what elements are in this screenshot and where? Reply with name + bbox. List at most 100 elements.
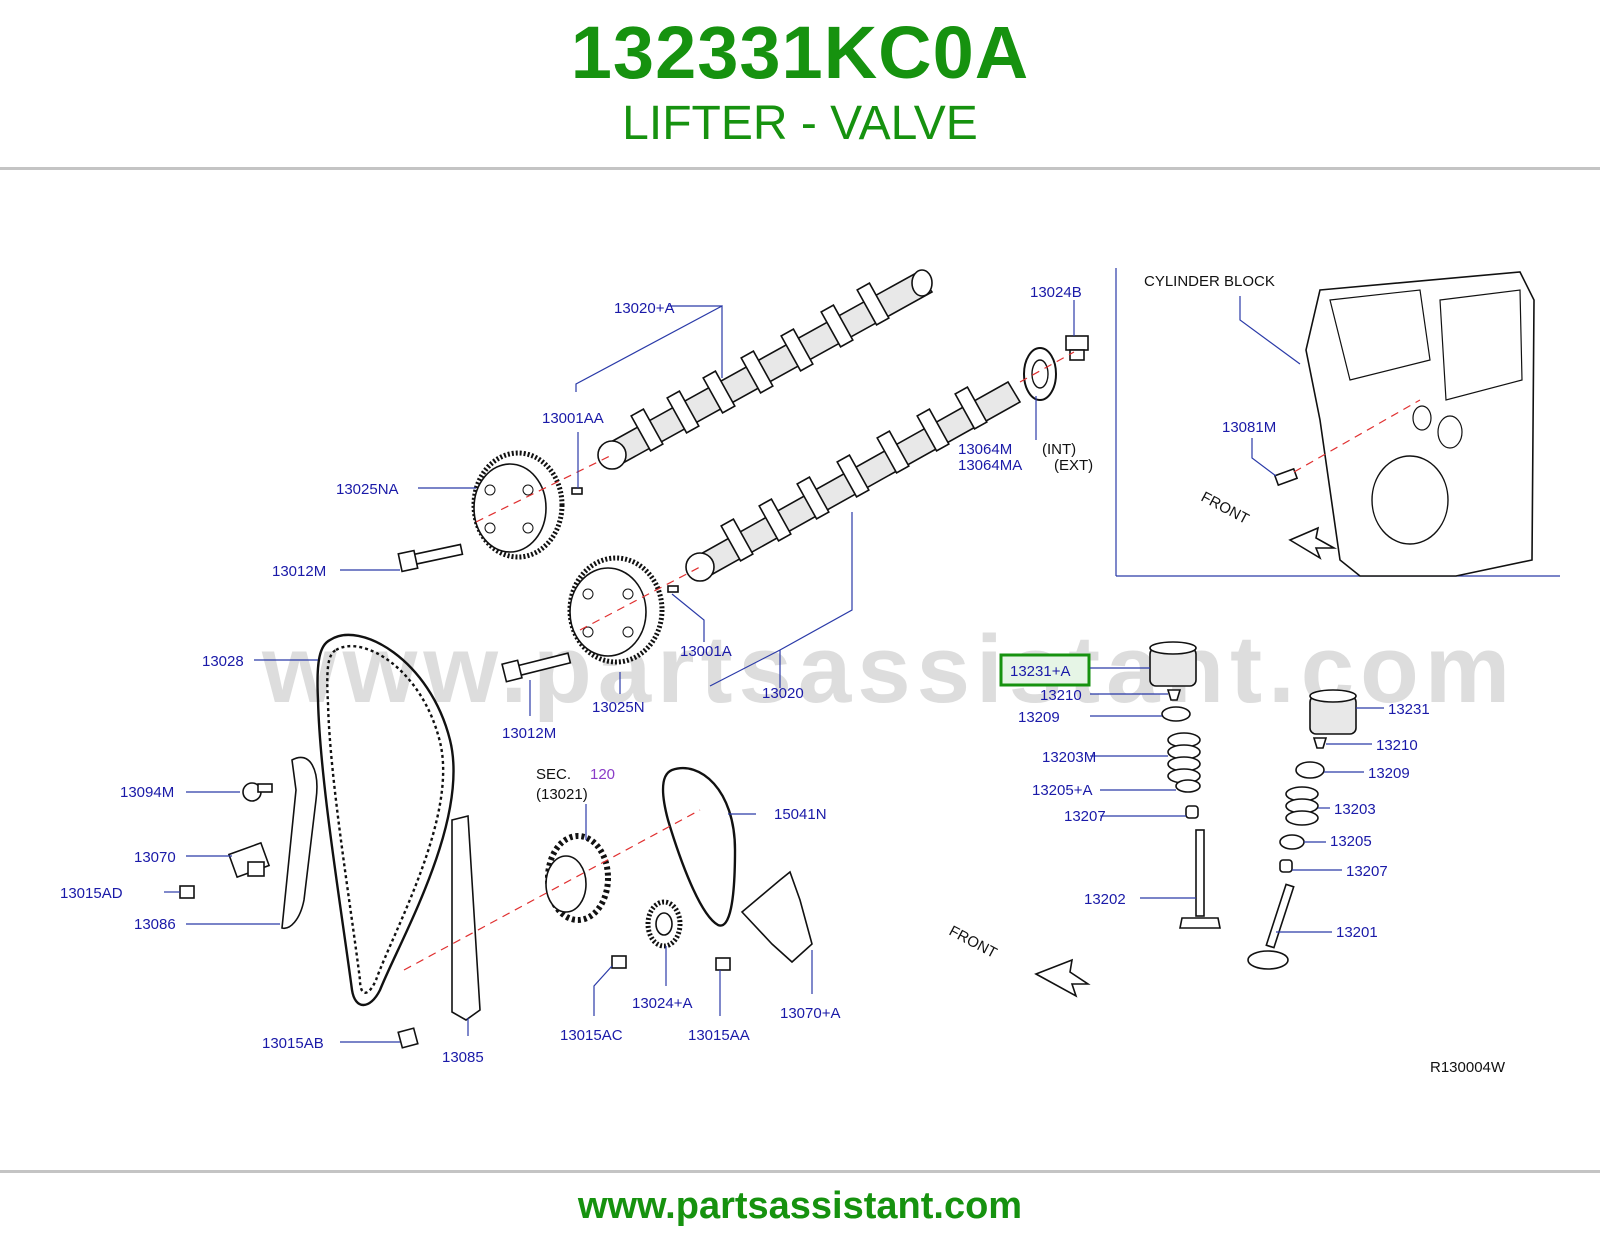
label-13015ab[interactable]: 13015AB bbox=[262, 1035, 324, 1052]
label-13210-a[interactable]: 13210 bbox=[1040, 687, 1082, 704]
seat-13205a bbox=[1175, 779, 1201, 793]
valve-13201 bbox=[1247, 883, 1295, 970]
label-13025na[interactable]: 13025NA bbox=[336, 481, 399, 498]
label-13081m[interactable]: 13081M bbox=[1222, 419, 1276, 436]
header: 132331KC0A LIFTER - VALVE bbox=[0, 0, 1600, 170]
bolt-13012m-lower bbox=[501, 652, 572, 683]
cylinder-block-inset bbox=[1115, 268, 1560, 577]
valve-13202 bbox=[1179, 829, 1221, 929]
label-13070[interactable]: 13070 bbox=[134, 849, 176, 866]
bolt-13015ab bbox=[397, 1027, 419, 1049]
part-labels: 13020+A 13001AA 13025NA 13012M 13024B 13… bbox=[60, 273, 1506, 1076]
part-number: 132331KC0A bbox=[570, 11, 1030, 94]
label-13015ad[interactable]: 13015AD bbox=[60, 885, 123, 902]
label-13064m[interactable]: 13064M bbox=[958, 441, 1012, 458]
label-sec: SEC. bbox=[536, 766, 571, 783]
plug-13024b bbox=[1065, 335, 1089, 361]
label-13001a[interactable]: 13001A bbox=[680, 643, 732, 660]
label-sec-120[interactable]: 120 bbox=[590, 766, 615, 783]
seal-13207-b bbox=[1279, 859, 1293, 873]
pin-13001aa bbox=[571, 487, 583, 495]
bolt-13012m-upper bbox=[397, 543, 464, 573]
label-ref-code: R130004W bbox=[1430, 1059, 1506, 1076]
label-13064ma[interactable]: 13064MA bbox=[958, 457, 1022, 474]
label-13210-b[interactable]: 13210 bbox=[1376, 737, 1418, 754]
front-arrow-inset-icon bbox=[1288, 526, 1338, 560]
label-13203[interactable]: 13203 bbox=[1334, 801, 1376, 818]
valve-lifter-13231a bbox=[1149, 641, 1197, 687]
slack-guide-13086 bbox=[281, 756, 318, 929]
front-arrow-main-icon bbox=[1034, 958, 1091, 998]
label-13231[interactable]: 13231 bbox=[1388, 701, 1430, 718]
label-13086[interactable]: 13086 bbox=[134, 916, 176, 933]
label-13207-b[interactable]: 13207 bbox=[1346, 863, 1388, 880]
collet-13210-a bbox=[1166, 689, 1182, 701]
pin-13001a bbox=[667, 585, 679, 593]
part-name: LIFTER - VALVE bbox=[622, 97, 978, 150]
label-13025n[interactable]: 13025N bbox=[592, 699, 645, 716]
watermark: www.partsassistant.com bbox=[261, 616, 1516, 723]
label-13209-b[interactable]: 13209 bbox=[1368, 765, 1410, 782]
centerline-exhaust bbox=[475, 454, 613, 523]
label-13001aa[interactable]: 13001AA bbox=[542, 410, 604, 427]
label-13203m[interactable]: 13203M bbox=[1042, 749, 1096, 766]
label-int: (INT) bbox=[1042, 441, 1076, 458]
timing-chain-inner bbox=[326, 644, 445, 994]
label-15041n[interactable]: 15041N bbox=[774, 806, 827, 823]
label-13020a[interactable]: 13020+A bbox=[614, 300, 674, 317]
label-13070a[interactable]: 13070+A bbox=[780, 1005, 840, 1022]
retainer-13209-a bbox=[1161, 706, 1191, 722]
bolt-13094m bbox=[242, 782, 273, 802]
label-ext: (EXT) bbox=[1054, 457, 1093, 474]
spring-13203m bbox=[1167, 732, 1201, 784]
retainer-13209-b bbox=[1295, 761, 1325, 779]
label-13021: (13021) bbox=[536, 786, 588, 803]
label-cylinder-block: CYLINDER BLOCK bbox=[1144, 273, 1275, 290]
label-13201[interactable]: 13201 bbox=[1336, 924, 1378, 941]
label-13209-a[interactable]: 13209 bbox=[1018, 709, 1060, 726]
label-13015ac[interactable]: 13015AC bbox=[560, 1027, 623, 1044]
label-13024a[interactable]: 13024+A bbox=[632, 995, 692, 1012]
footer-url[interactable]: www.partsassistant.com bbox=[577, 1185, 1023, 1227]
leader-lines bbox=[164, 296, 1384, 1043]
label-13012m-lower[interactable]: 13012M bbox=[502, 725, 556, 742]
label-13231a[interactable]: 13231+A bbox=[1010, 663, 1070, 680]
ring-13064m bbox=[1023, 347, 1057, 401]
label-13094m[interactable]: 13094M bbox=[120, 784, 174, 801]
label-13207-a[interactable]: 13207 bbox=[1064, 808, 1106, 825]
label-13205a[interactable]: 13205+A bbox=[1032, 782, 1092, 799]
sprocket-13025na bbox=[471, 450, 565, 560]
spring-13203 bbox=[1285, 786, 1319, 826]
label-13020[interactable]: 13020 bbox=[762, 685, 804, 702]
oil-pump-sprocket-13024a bbox=[645, 899, 683, 949]
label-13028[interactable]: 13028 bbox=[202, 653, 244, 670]
centerline-intake bbox=[579, 566, 701, 631]
label-13012m-upper[interactable]: 13012M bbox=[272, 563, 326, 580]
highlight-box bbox=[999, 653, 1091, 687]
seat-13205 bbox=[1279, 834, 1305, 850]
oil-pump-chain-15041n bbox=[661, 767, 737, 927]
seal-13207-a bbox=[1185, 805, 1199, 819]
sprocket-13025n bbox=[567, 555, 665, 665]
camshaft-exhaust bbox=[597, 269, 934, 470]
collet-13210-b bbox=[1312, 737, 1328, 749]
label-13205[interactable]: 13205 bbox=[1330, 833, 1372, 850]
label-13015aa[interactable]: 13015AA bbox=[688, 1027, 750, 1044]
header-divider bbox=[0, 167, 1600, 170]
crank-sprocket-13021 bbox=[545, 833, 611, 923]
label-13024b[interactable]: 13024B bbox=[1030, 284, 1082, 301]
bolt-13015ac bbox=[611, 955, 627, 969]
centerline-plug bbox=[1019, 351, 1075, 383]
footer-divider bbox=[0, 1170, 1600, 1173]
timing-chain-13028 bbox=[316, 633, 455, 1007]
label-13085[interactable]: 13085 bbox=[442, 1049, 484, 1066]
valve-lifter-13231 bbox=[1309, 689, 1357, 735]
camshaft-intake bbox=[685, 380, 1022, 582]
centerline-crank bbox=[403, 809, 701, 971]
bolt-13015ad bbox=[179, 885, 195, 899]
tension-guide-13085 bbox=[451, 814, 481, 1021]
tensioner-13070a bbox=[740, 870, 813, 964]
bolt-13015aa bbox=[715, 957, 731, 971]
label-13202[interactable]: 13202 bbox=[1084, 891, 1126, 908]
